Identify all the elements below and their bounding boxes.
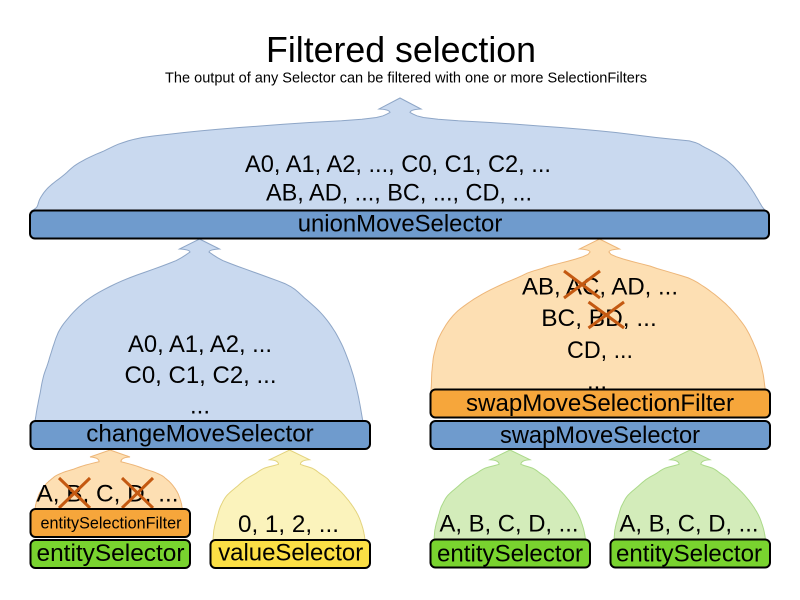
svg-text:swapMoveSelectionFilter: swapMoveSelectionFilter bbox=[466, 390, 734, 417]
svg-text:unionMoveSelector: unionMoveSelector bbox=[298, 211, 503, 238]
svg-text:A, B, C, D, ...: A, B, C, D, ... bbox=[440, 511, 579, 538]
svg-text:AB, AC, AD, ...: AB, AC, AD, ... bbox=[522, 274, 678, 301]
svg-text:0, 1, 2, ...: 0, 1, 2, ... bbox=[238, 511, 339, 538]
svg-text:...: ... bbox=[190, 393, 210, 420]
svg-text:A, B, C, D, ...: A, B, C, D, ... bbox=[620, 511, 759, 538]
svg-text:AB, AD, ..., BC, ..., CD, ...: AB, AD, ..., BC, ..., CD, ... bbox=[266, 179, 532, 206]
svg-text:Filtered selection: Filtered selection bbox=[266, 29, 536, 70]
svg-text:swapMoveSelector: swapMoveSelector bbox=[500, 422, 700, 449]
svg-text:entitySelectionFilter: entitySelectionFilter bbox=[41, 515, 182, 533]
svg-text:C0, C1, C2, ...: C0, C1, C2, ... bbox=[125, 362, 277, 389]
svg-text:A, B, C, D, ...: A, B, C, D, ... bbox=[37, 481, 179, 508]
svg-text:changeMoveSelector: changeMoveSelector bbox=[86, 421, 314, 448]
svg-text:A0, A1, A2, ...: A0, A1, A2, ... bbox=[128, 331, 272, 358]
svg-text:entitySelector: entitySelector bbox=[37, 540, 185, 567]
svg-text:entitySelector: entitySelector bbox=[616, 541, 762, 568]
svg-text:...: ... bbox=[587, 368, 607, 395]
svg-text:The output of any Selector can: The output of any Selector can be filter… bbox=[165, 70, 647, 86]
svg-text:valueSelector: valueSelector bbox=[218, 540, 363, 567]
svg-text:entitySelector: entitySelector bbox=[437, 541, 583, 568]
svg-text:A0, A1, A2, ..., C0, C1, C2, .: A0, A1, A2, ..., C0, C1, C2, ... bbox=[245, 151, 551, 178]
svg-text:CD, ...: CD, ... bbox=[567, 337, 633, 364]
